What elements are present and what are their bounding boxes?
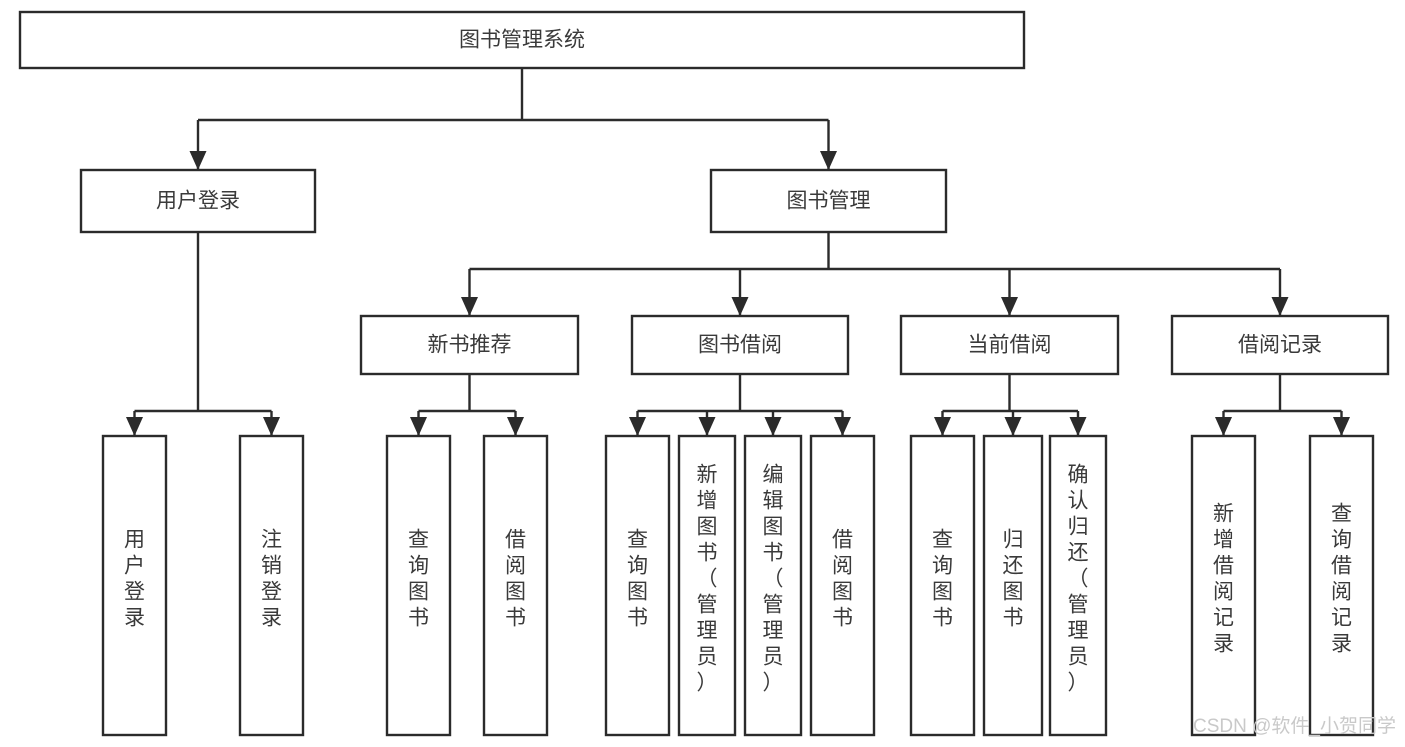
node-box-leaf-edit-book[interactable] bbox=[743, 434, 803, 737]
node-box-leaf-confirm-return[interactable] bbox=[1048, 434, 1108, 737]
arrow-head-icon-leaf-user-logout bbox=[263, 417, 280, 436]
node-leaf-query-record[interactable]: 查询借阅记录 bbox=[1308, 434, 1375, 737]
node-label-leaf-query-book-bor: 查询图书 bbox=[627, 529, 648, 630]
node-box-leaf-add-record[interactable] bbox=[1190, 434, 1257, 737]
node-current-borrow[interactable]: 当前借阅 bbox=[899, 314, 1120, 376]
arrow-head-icon-book-borrow bbox=[731, 297, 749, 316]
node-label-root: 图书管理系统 bbox=[459, 29, 585, 52]
node-box-user-login[interactable] bbox=[79, 168, 317, 234]
node-label-leaf-add-record: 新增借阅记录 bbox=[1213, 503, 1234, 656]
node-layer: 图书管理系统用户登录图书管理新书推荐图书借阅当前借阅借阅记录用户登录注销登录查询… bbox=[18, 10, 1390, 737]
watermark-layer: CSDN @软件_小贺同学 bbox=[1193, 715, 1396, 737]
node-leaf-borrow-book-bor[interactable]: 借阅图书 bbox=[809, 434, 876, 737]
node-box-borrow-record[interactable] bbox=[1170, 314, 1390, 376]
node-box-leaf-borrow-book-bor[interactable] bbox=[809, 434, 876, 737]
node-box-current-borrow[interactable] bbox=[899, 314, 1120, 376]
node-leaf-query-book-cur[interactable]: 查询图书 bbox=[909, 434, 976, 737]
csdn-watermark: CSDN @软件_小贺同学 bbox=[1193, 715, 1396, 737]
arrow-head-icon-borrow-record bbox=[1271, 297, 1289, 316]
node-box-leaf-query-book-bor[interactable] bbox=[604, 434, 671, 737]
node-label-leaf-query-book-cur: 查询图书 bbox=[932, 529, 953, 630]
node-label-new-book-rec: 新书推荐 bbox=[428, 334, 512, 357]
arrow-head-icon-leaf-add-book bbox=[698, 417, 716, 436]
node-label-leaf-borrow-book-bor: 借阅图书 bbox=[832, 529, 853, 630]
arrow-head-icon-book-manage bbox=[820, 151, 837, 170]
node-label-current-borrow: 当前借阅 bbox=[968, 334, 1052, 357]
arrow-head-icon-leaf-user-login bbox=[126, 417, 143, 436]
node-borrow-record[interactable]: 借阅记录 bbox=[1170, 314, 1390, 376]
node-leaf-add-record[interactable]: 新增借阅记录 bbox=[1190, 434, 1257, 737]
node-leaf-query-book-bor[interactable]: 查询图书 bbox=[604, 434, 671, 737]
node-label-leaf-add-book: 新增图书（管理员） bbox=[697, 464, 718, 695]
edge-group-new-book-rec bbox=[410, 374, 524, 436]
node-box-leaf-query-record[interactable] bbox=[1308, 434, 1375, 737]
node-label-leaf-edit-book: 编辑图书（管理员） bbox=[763, 464, 784, 695]
arrow-head-icon-leaf-borrow-book-rec bbox=[507, 417, 524, 436]
node-book-manage[interactable]: 图书管理 bbox=[709, 168, 948, 234]
arrow-head-icon-leaf-query-book-cur bbox=[934, 417, 951, 436]
node-leaf-query-book-rec[interactable]: 查询图书 bbox=[385, 434, 452, 737]
node-leaf-user-logout[interactable]: 注销登录 bbox=[238, 434, 305, 737]
node-box-leaf-query-book-rec[interactable] bbox=[385, 434, 452, 737]
node-box-leaf-user-login[interactable] bbox=[101, 434, 168, 737]
arrow-head-icon-leaf-borrow-book-bor bbox=[834, 417, 851, 436]
arrow-head-icon-leaf-query-book-rec bbox=[410, 417, 427, 436]
edge-group-book-manage bbox=[461, 232, 1289, 316]
node-label-book-borrow: 图书借阅 bbox=[698, 334, 782, 357]
node-leaf-confirm-return[interactable]: 确认归还（管理员） bbox=[1048, 434, 1108, 737]
node-box-leaf-return-book[interactable] bbox=[982, 434, 1044, 737]
node-box-book-borrow[interactable] bbox=[630, 314, 850, 376]
edge-group-root bbox=[189, 68, 837, 170]
node-new-book-rec[interactable]: 新书推荐 bbox=[359, 314, 580, 376]
node-user-login[interactable]: 用户登录 bbox=[79, 168, 317, 234]
node-box-leaf-user-logout[interactable] bbox=[238, 434, 305, 737]
node-box-leaf-query-book-cur[interactable] bbox=[909, 434, 976, 737]
node-label-user-login: 用户登录 bbox=[156, 190, 240, 213]
arrow-head-icon-leaf-query-book-bor bbox=[629, 417, 646, 436]
arrow-head-icon-new-book-rec bbox=[461, 297, 478, 316]
arrow-head-icon-current-borrow bbox=[1001, 297, 1018, 316]
edge-group-user-login bbox=[126, 232, 280, 436]
node-leaf-user-login[interactable]: 用户登录 bbox=[101, 434, 168, 737]
node-box-book-manage[interactable] bbox=[709, 168, 948, 234]
edge-layer bbox=[126, 68, 1350, 436]
node-label-leaf-user-login: 用户登录 bbox=[124, 529, 145, 630]
arrow-head-icon-leaf-query-record bbox=[1333, 417, 1350, 436]
edge-group-book-borrow bbox=[629, 374, 851, 436]
node-box-leaf-add-book[interactable] bbox=[677, 434, 737, 737]
arrow-head-icon-user-login bbox=[189, 151, 207, 170]
arrow-head-icon-leaf-confirm-return bbox=[1069, 417, 1087, 436]
node-book-borrow[interactable]: 图书借阅 bbox=[630, 314, 850, 376]
node-leaf-return-book[interactable]: 归还图书 bbox=[982, 434, 1044, 737]
node-root[interactable]: 图书管理系统 bbox=[18, 10, 1026, 70]
node-label-leaf-query-record: 查询借阅记录 bbox=[1331, 503, 1352, 656]
node-label-leaf-borrow-book-rec: 借阅图书 bbox=[505, 529, 526, 630]
edge-group-borrow-record bbox=[1215, 374, 1350, 436]
node-leaf-borrow-book-rec[interactable]: 借阅图书 bbox=[482, 434, 549, 737]
node-leaf-edit-book[interactable]: 编辑图书（管理员） bbox=[743, 434, 803, 737]
node-label-leaf-confirm-return: 确认归还（管理员） bbox=[1068, 464, 1089, 695]
node-label-leaf-user-logout: 注销登录 bbox=[261, 529, 282, 630]
arrow-head-icon-leaf-return-book bbox=[1004, 417, 1022, 436]
node-leaf-add-book[interactable]: 新增图书（管理员） bbox=[677, 434, 737, 737]
node-label-book-manage: 图书管理 bbox=[787, 190, 871, 213]
edge-group-current-borrow bbox=[934, 374, 1087, 436]
arrow-head-icon-leaf-add-record bbox=[1215, 417, 1232, 436]
node-label-borrow-record: 借阅记录 bbox=[1238, 334, 1322, 357]
node-box-new-book-rec[interactable] bbox=[359, 314, 580, 376]
arrow-head-icon-leaf-edit-book bbox=[764, 417, 782, 436]
node-box-leaf-borrow-book-rec[interactable] bbox=[482, 434, 549, 737]
node-label-leaf-return-book: 归还图书 bbox=[1003, 529, 1024, 630]
node-label-leaf-query-book-rec: 查询图书 bbox=[408, 529, 429, 630]
node-box-root[interactable] bbox=[18, 10, 1026, 70]
